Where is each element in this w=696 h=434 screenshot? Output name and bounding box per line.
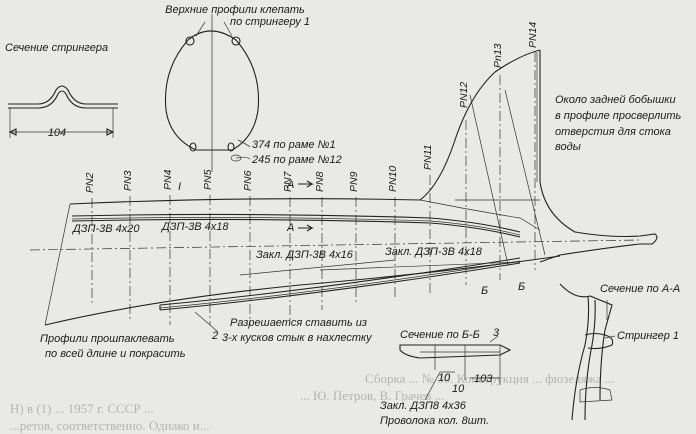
splice-note-line2: 3-х кусков стык в нахлестку	[222, 332, 373, 344]
stringer-section-title: Сечение стрингера	[5, 42, 108, 54]
splice-number: 2	[211, 330, 218, 342]
bottom-note-line2: по всей длине и покрасить	[45, 348, 186, 360]
frame-label-pn7: PN7	[282, 170, 294, 192]
fuselage-side-outline	[29, 49, 658, 326]
stringer1-label: Стрингер 1	[617, 330, 679, 342]
tail-note-line3: отверстия для стока	[555, 126, 671, 138]
splice-note-line1: Разрешается ставить из	[230, 317, 367, 329]
top-profiles-note-line1: Верхние профили клепать	[165, 4, 305, 16]
wire-note: Проволока кол. 8шт.	[380, 415, 489, 427]
frame-label-pn14: PN14	[527, 22, 539, 48]
arrow-a-bottom	[298, 224, 314, 232]
section-bb-detail	[399, 335, 512, 385]
frame-label-pn5: PN5	[202, 169, 214, 190]
dim-10-left: 10	[438, 372, 451, 384]
bleed-line-2: ... Ю. Петров, В. Грачев ...	[300, 388, 445, 403]
section-marker-a-bottom: А	[286, 222, 294, 234]
frame-label-pn12: PN12	[458, 82, 470, 108]
bottom-note-line1: Профили прошпаклевать	[40, 333, 175, 345]
upper-stringer-band	[71, 199, 541, 238]
bleed-through-text: Сборка ... № 30. Конструкция ... фюзеляж…	[10, 371, 614, 433]
stringer-section-profile	[8, 85, 118, 138]
diagonal-lines	[239, 89, 546, 276]
fastening-b-label: Закл. ДЗП-3В 4х18	[385, 246, 483, 258]
bleed-line-4: ...ретов, соответственно. Однако и...	[10, 418, 210, 433]
section-marker-b-right: Б	[518, 281, 525, 293]
splice-leader	[194, 311, 219, 333]
frame-label-pn13: Pn13	[492, 43, 504, 68]
dim-10-right: 10	[452, 383, 465, 395]
profile-top-label: ДЗП-3В 4х20	[71, 223, 140, 235]
dim-3: 3	[493, 327, 500, 339]
frame12-note: 245 по раме №12	[251, 154, 342, 166]
stringer1-leader	[604, 335, 616, 339]
frame-label-pn2: PN2	[84, 172, 96, 193]
frame-label-pn4: PN4	[162, 169, 174, 190]
rivet-note: Закл. ДЗП8 4х36	[380, 400, 467, 412]
tail-note-line1: Около задней бобышки	[555, 94, 676, 106]
dim-103: 103	[474, 373, 493, 385]
arrow-a-top	[298, 180, 314, 188]
frame-label-pn8: PN8	[314, 171, 326, 192]
stringer-width-dim: 104	[48, 127, 66, 139]
frame1-note: 374 по раме №1	[252, 139, 336, 151]
fuselage-cross-section	[164, 14, 260, 172]
bleed-line-3: Н) в (1) ... 1957 г. СССР ...	[10, 401, 154, 416]
frame-label-pn11: PN11	[422, 145, 434, 171]
frame-label-pn9: PN9	[348, 171, 360, 192]
profile-mid-label: ДЗП-3В 4х18	[160, 221, 229, 233]
section-marker-a-top: А	[286, 179, 294, 191]
frame-labels: PN2 PN3 PN4 PN5 PN6 PN7 PN8 PN9 PN10 PN1…	[84, 22, 539, 193]
lower-stringer-band	[159, 257, 521, 311]
fastening-a-label: Закл. ДЗП-3В 4х16	[256, 249, 354, 261]
section-marker-b-left: Б	[481, 285, 488, 297]
rivet-leader	[424, 371, 441, 401]
marker-i: I	[178, 181, 181, 193]
bleed-line-1: Сборка ... № 30. Конструкция ... фюзеляж…	[365, 371, 614, 386]
section-aa-detail	[559, 283, 614, 421]
frame-label-pn10: PN10	[387, 166, 399, 192]
frame-label-pn3: PN3	[122, 170, 134, 191]
tail-note-line4: воды	[555, 141, 581, 153]
top-profiles-note-line2: по стрингеру 1	[230, 16, 310, 28]
section-aa-title: Сечение по А-А	[600, 283, 680, 295]
tail-note-line2: в профиле просверлить	[555, 110, 682, 122]
section-bb-title: Сечение по Б-Б	[400, 329, 480, 341]
frame-label-pn6: PN6	[242, 170, 254, 191]
